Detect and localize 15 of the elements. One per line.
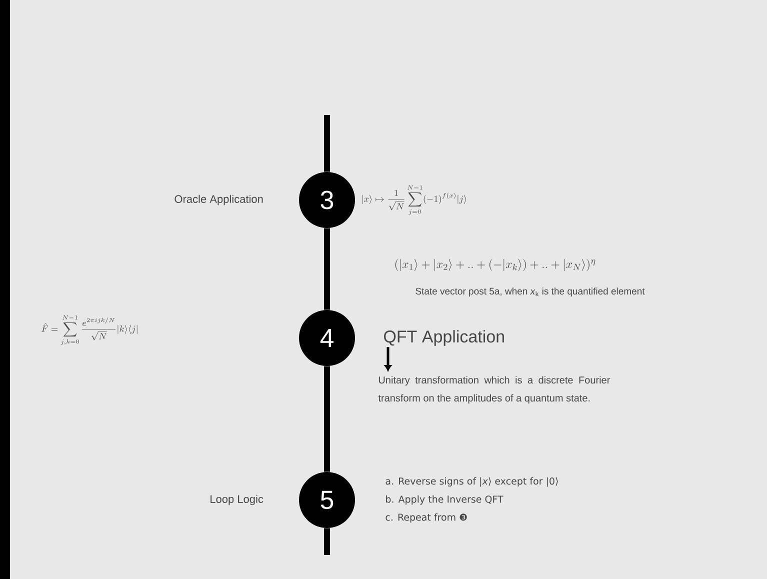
arrow: [384, 347, 392, 371]
timeline-line: [324, 228, 330, 310]
formula: $(|x_1\rangle + |x_2\rangle + .. + (-|x_k\rangle) + .. + |x_N\rangle)^\eta$: [395, 259, 596, 272]
formula: $\hat{F} = \sum_{j,k=0}^{N-1}\frac{e^{2\pi ijk/N}}{\sqrt{N}}|k\rangle\langle j|$: [42, 315, 138, 345]
list-item: b. Apply the Inverse QFT: [386, 495, 504, 505]
description-text: Unitary transformation which is a discrete Fourier transform on the amplitudes of a quantum state.: [378, 376, 610, 404]
timeline-line: [324, 115, 330, 172]
caption: State vector post 5a, when x$_{k}$ is the quantified element: [416, 288, 645, 296]
timeline-line: [324, 528, 330, 555]
step-label: Oracle Application: [174, 194, 263, 206]
timeline-line: [324, 366, 330, 472]
step-label: Loop Logic: [210, 494, 264, 506]
list-item: a. Reverse signs of |x⟩ except for |0⟩: [386, 477, 558, 487]
list-item: c. Repeat from ❸: [386, 513, 467, 523]
step-heading: QFT Application: [384, 330, 504, 346]
